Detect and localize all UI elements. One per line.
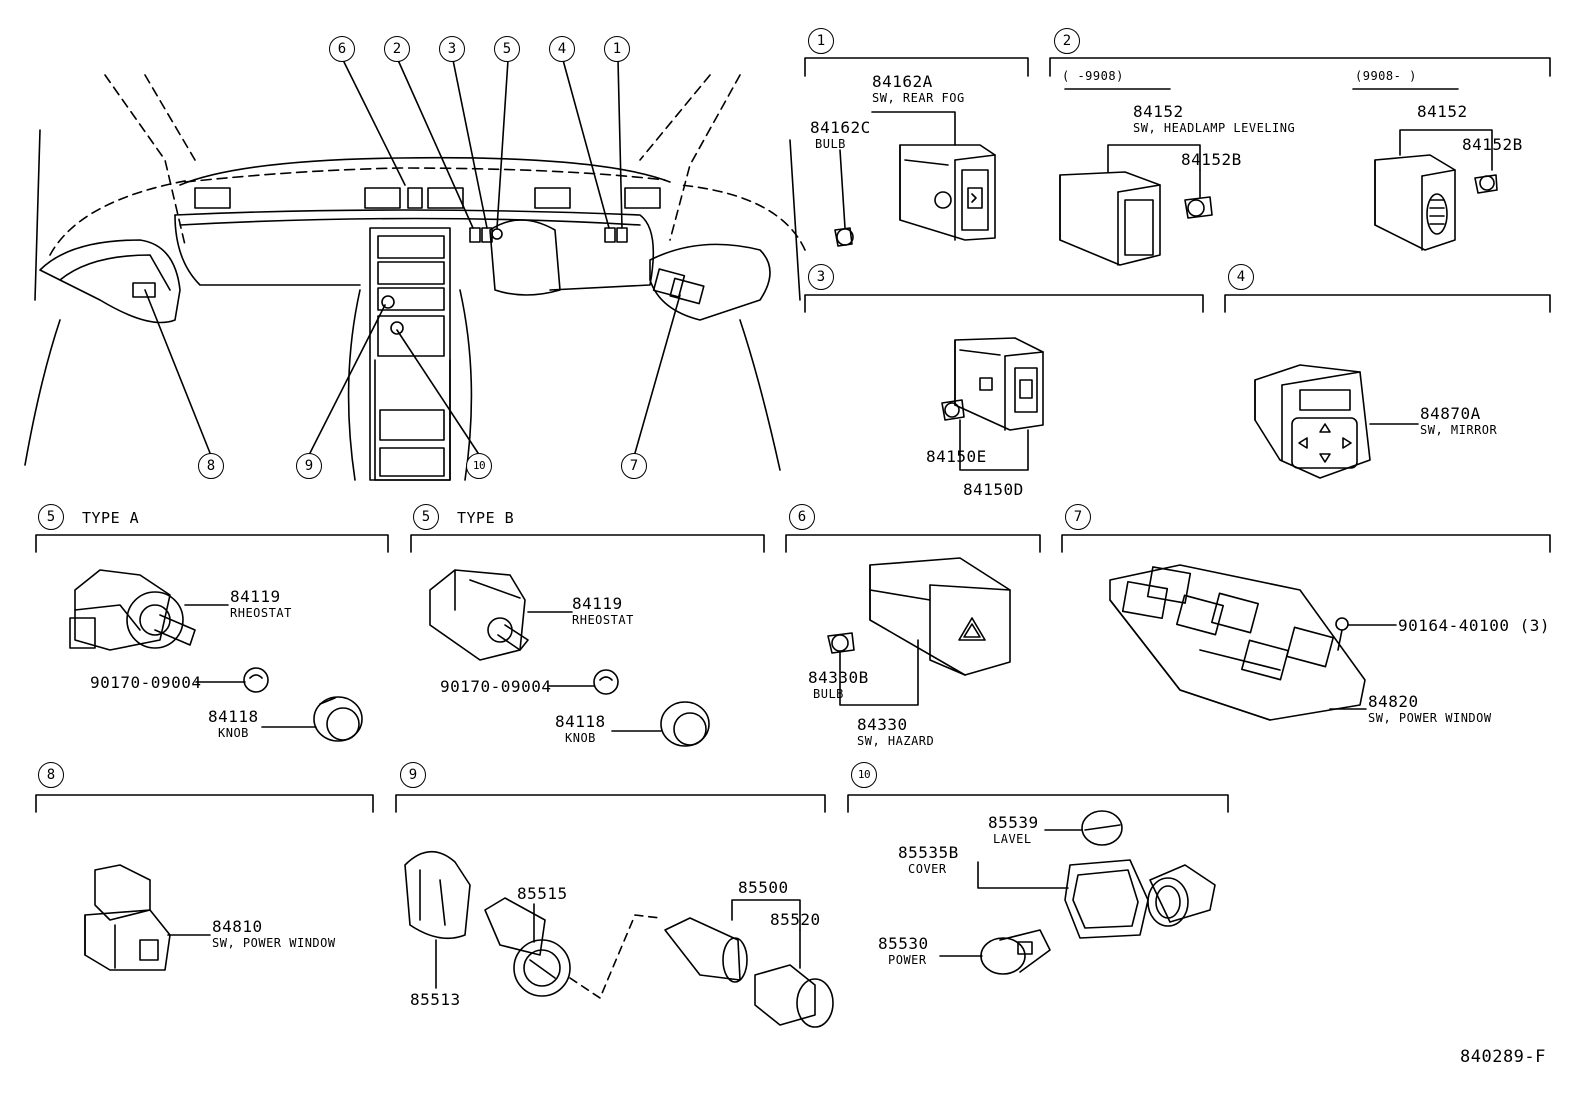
rear-fog-switch-drawing: [834, 144, 996, 247]
part-84152B-right: 84152B: [1462, 135, 1523, 154]
section5a-leaders: [184, 604, 317, 728]
part-85520: 85520: [770, 910, 821, 929]
overview-callout-9: 9: [296, 453, 322, 479]
overview-callout-10: 10: [466, 453, 492, 479]
section3-leaders: [959, 419, 1029, 471]
section-brackets: [35, 57, 1551, 813]
section9-leaders: [435, 899, 801, 989]
section-callout-9: 9: [400, 762, 426, 788]
part-84118-type-a: 84118: [208, 707, 259, 726]
rheostat-type-a-drawing: [69, 569, 363, 742]
section-callout-8: 8: [38, 762, 64, 788]
section1-leaders: [839, 111, 956, 229]
switch-84150D-drawing: [941, 337, 1044, 431]
part-84810: 84810: [212, 917, 263, 936]
part-85515: 85515: [517, 884, 568, 903]
power-outlet-parts-drawing: [980, 810, 1216, 975]
part-85513: 85513: [410, 990, 461, 1009]
section7-leaders: [1329, 624, 1397, 710]
part-90170-type-a: 90170-09004: [90, 673, 202, 692]
part-90170-type-b: 90170-09004: [440, 677, 552, 696]
section10-leaders: [939, 829, 1083, 957]
overview-callout-8: 8: [198, 453, 224, 479]
overview-callout-5: 5: [494, 36, 520, 62]
overview-callout-6: 6: [329, 36, 355, 62]
part-84870A: 84870A: [1420, 404, 1481, 423]
section-callout-5-type-a: 5: [38, 504, 64, 530]
part-84118-type-b: 84118: [555, 712, 606, 731]
section-title-type-b: TYPE B: [457, 509, 515, 527]
part-84162C-desc: BULB: [815, 137, 846, 151]
section6-leaders: [839, 639, 919, 706]
part-84152-left: 84152: [1133, 102, 1184, 121]
section-callout-1: 1: [808, 28, 834, 54]
part-84118-type-b-desc: KNOB: [565, 731, 596, 745]
part-84162C: 84162C: [810, 118, 871, 137]
part-85530-desc: POWER: [888, 953, 927, 967]
section2-leaders: [1107, 129, 1493, 198]
part-84330: 84330: [857, 715, 908, 734]
range-label-right: (9908- ): [1355, 69, 1417, 83]
part-84152-left-desc: SW, HEADLAMP LEVELING: [1133, 121, 1296, 135]
part-84152B-left: 84152B: [1181, 150, 1242, 169]
range-label-left: ( -9908): [1062, 69, 1124, 83]
part-84150D: 84150D: [963, 480, 1024, 499]
part-85539-desc: LAVEL: [993, 832, 1032, 846]
section-callout-2: 2: [1054, 28, 1080, 54]
section-callout-5-type-b: 5: [413, 504, 439, 530]
part-84870A-desc: SW, MIRROR: [1420, 423, 1498, 437]
part-84119-type-b-desc: RHEOSTAT: [572, 613, 634, 627]
overview-callout-2: 2: [384, 36, 410, 62]
headlamp-leveling-switch-right: [1374, 154, 1498, 251]
dashboard-overview: [24, 59, 806, 481]
power-window-switch-drawing: [84, 864, 171, 971]
cigarette-lighter-parts-drawing: [404, 850, 834, 1028]
part-84330B: 84330B: [808, 668, 869, 687]
overview-callout-3: 3: [439, 36, 465, 62]
part-84118-type-a-desc: KNOB: [218, 726, 249, 740]
part-84810-desc: SW, POWER WINDOW: [212, 936, 336, 950]
section-title-type-a: TYPE A: [82, 509, 140, 527]
part-84330B-desc: BULB: [813, 687, 844, 701]
part-85530: 85530: [878, 934, 929, 953]
part-85539: 85539: [988, 813, 1039, 832]
part-85535B-desc: COVER: [908, 862, 947, 876]
mirror-switch-drawing: [1254, 364, 1371, 479]
part-84330-desc: SW, HAZARD: [857, 734, 935, 748]
overview-callout-1: 1: [604, 36, 630, 62]
part-85500: 85500: [738, 878, 789, 897]
section-callout-10: 10: [851, 762, 877, 788]
part-84119-type-a: 84119: [230, 587, 281, 606]
rheostat-type-b-drawing: [429, 569, 710, 747]
part-84162A: 84162A: [872, 72, 933, 91]
part-85535B: 85535B: [898, 843, 959, 862]
part-84162A-desc: SW, REAR FOG: [872, 91, 965, 105]
section5b-leaders: [527, 611, 662, 732]
section-callout-6: 6: [789, 504, 815, 530]
part-84150E: 84150E: [926, 447, 987, 466]
hazard-switch-drawing: [827, 557, 1011, 676]
part-84119-type-a-desc: RHEOSTAT: [230, 606, 292, 620]
part-84820-desc: SW, POWER WINDOW: [1368, 711, 1492, 725]
part-84820: 84820: [1368, 692, 1419, 711]
section-callout-3: 3: [808, 264, 834, 290]
section-callout-7: 7: [1065, 504, 1091, 530]
part-84152-right: 84152: [1417, 102, 1468, 121]
part-84119-type-b: 84119: [572, 594, 623, 613]
diagram-code: 840289-F: [1460, 1047, 1546, 1067]
overview-callout-7: 7: [621, 453, 647, 479]
headlamp-leveling-switch-left: [1059, 171, 1213, 266]
section-callout-4: 4: [1228, 264, 1254, 290]
overview-callout-4: 4: [549, 36, 575, 62]
part-90164-40100: 90164-40100 (3): [1398, 616, 1550, 635]
power-window-master-switch-drawing: [1109, 564, 1366, 721]
